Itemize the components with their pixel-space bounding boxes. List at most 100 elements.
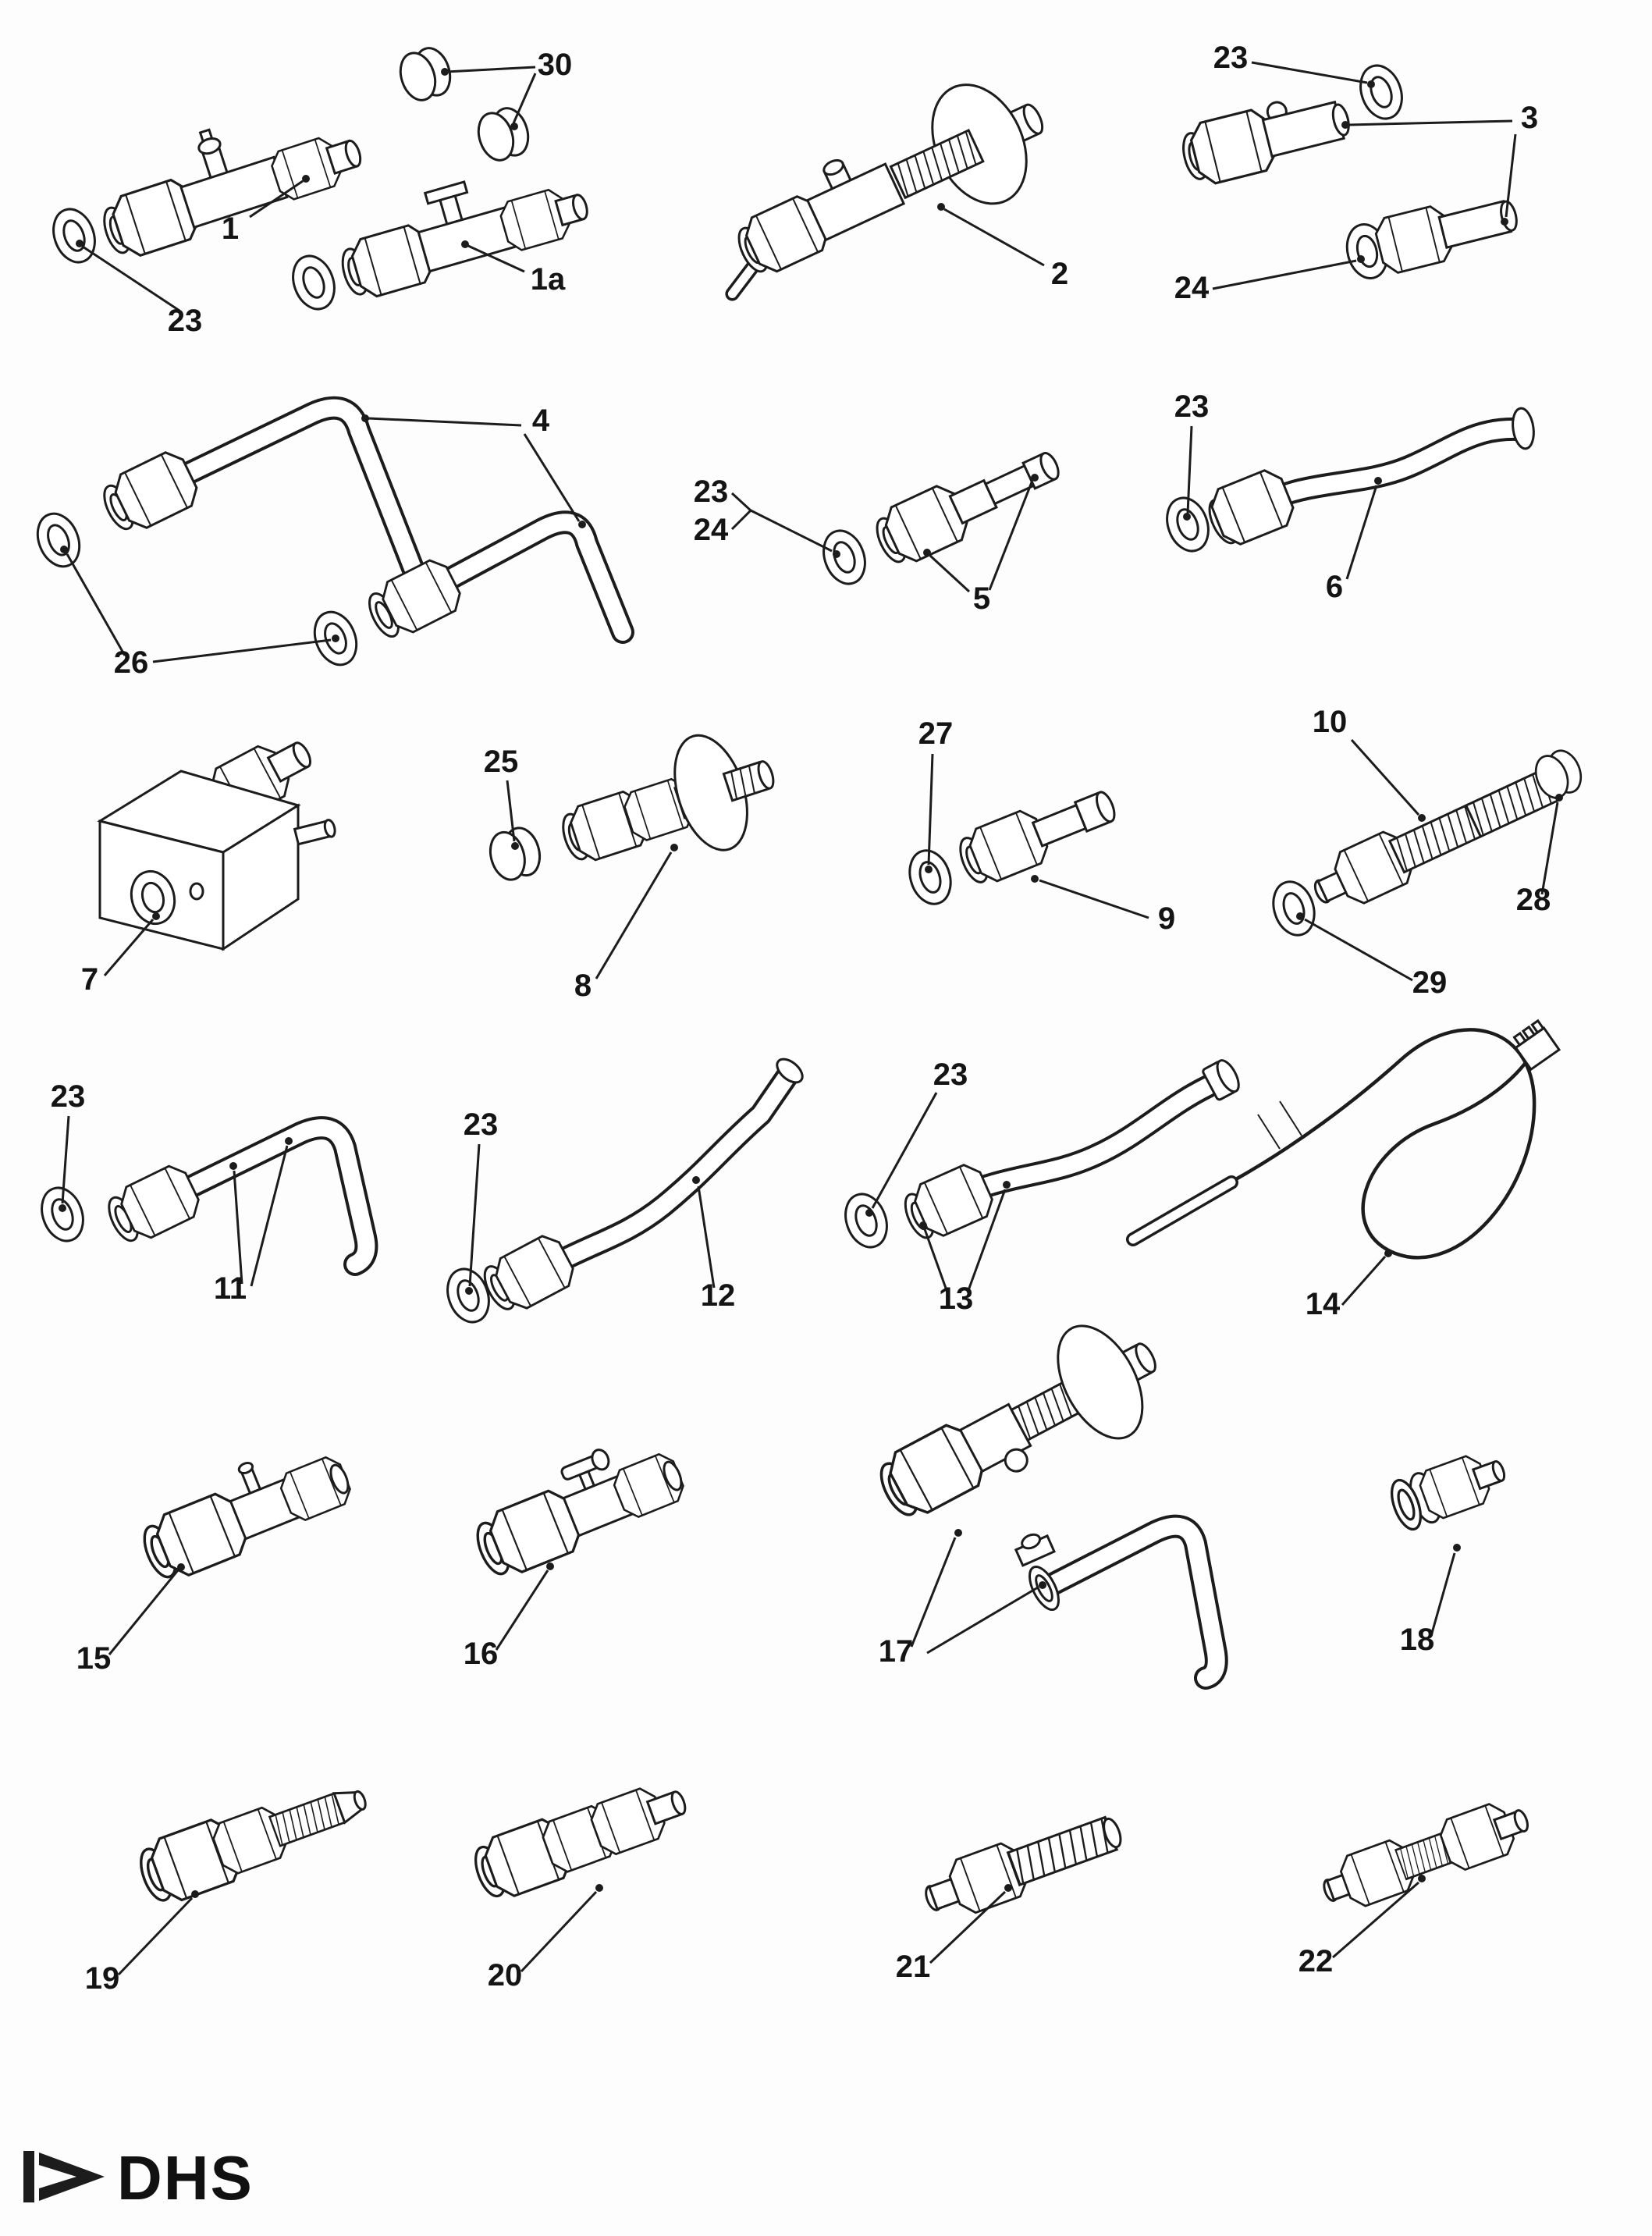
- callout-23-a: 23: [76, 240, 202, 338]
- callout-21: 21: [896, 1884, 1012, 1984]
- callout-label: 11: [214, 1271, 247, 1306]
- part-14-sensor-cable: [1133, 1018, 1561, 1260]
- callout-label: 21: [896, 1950, 931, 1984]
- callout-label: 14: [1306, 1287, 1341, 1321]
- callout-label: 28: [1516, 883, 1551, 917]
- callout-16: 16: [464, 1562, 554, 1671]
- callout-14: 14: [1306, 1250, 1392, 1321]
- logo-text: DHS: [117, 2143, 254, 2213]
- callout-28: 28: [1516, 794, 1563, 917]
- part-15-valve: [137, 1452, 356, 1583]
- part-6-pipe: [1159, 407, 1535, 558]
- part-1a-valve: [285, 180, 588, 316]
- callout-label: 24: [694, 513, 729, 547]
- callout-2: 2: [937, 203, 1068, 291]
- callout-label: 1: [222, 212, 239, 246]
- callout-15: 15: [76, 1563, 185, 1676]
- callout-label: 23: [933, 1058, 968, 1092]
- callout-label: 19: [85, 1961, 120, 1996]
- callout-label: 5: [973, 581, 990, 616]
- callout-6: 6: [1326, 477, 1382, 604]
- callout-label: 27: [918, 716, 954, 751]
- callout-29: 29: [1296, 912, 1447, 1000]
- callout-label: 25: [484, 745, 519, 779]
- callout-label: 2: [1051, 257, 1068, 291]
- part-1-valve: [45, 42, 535, 269]
- callout-label: 7: [81, 962, 98, 997]
- callout-label: 12: [701, 1278, 736, 1313]
- callout-10: 10: [1313, 705, 1426, 822]
- callout-22: 22: [1299, 1875, 1426, 1978]
- callout-label: 9: [1158, 901, 1175, 936]
- clamp-piece: [1014, 1533, 1056, 1567]
- callout-label: 16: [464, 1637, 499, 1671]
- callout-label: 23: [168, 304, 203, 338]
- part-5-fitting: [815, 452, 1060, 591]
- callout-23-d: 23: [51, 1079, 86, 1212]
- callout-label: 23: [51, 1079, 86, 1114]
- callout-label: 30: [538, 48, 573, 82]
- callout-3: 3: [1341, 101, 1538, 226]
- part-12-pipe: [439, 1058, 804, 1329]
- callout-23-b: 23: [1213, 41, 1375, 88]
- cable-connector: [1512, 1018, 1561, 1072]
- part-18-plug: [1384, 1451, 1506, 1534]
- callout-30: 30: [441, 48, 572, 130]
- logo-chevron-icon: [39, 2152, 105, 2201]
- part-10-threaded-fitting: [1265, 745, 1588, 942]
- callout-label: 24: [1174, 271, 1210, 305]
- callout-label: 1a: [531, 262, 566, 297]
- callout-label: 4: [532, 403, 550, 438]
- callout-label: 23: [1213, 41, 1249, 75]
- callout-5: 5: [923, 474, 1039, 616]
- callout-19: 19: [85, 1890, 199, 1996]
- part-19-fitting: [133, 1790, 367, 1907]
- callout-23-c: 23: [1174, 389, 1210, 521]
- part-17-assembly: [872, 1324, 1217, 1678]
- part-8-fitting: [484, 734, 775, 885]
- callout-23-24-pair: 23 24: [694, 475, 840, 558]
- callout-13: 13: [919, 1181, 1011, 1316]
- callout-23-e: 23: [464, 1107, 498, 1295]
- callout-label: 23: [694, 475, 729, 509]
- callout-label: 17: [879, 1634, 914, 1669]
- brand-logo: DHS: [23, 2143, 254, 2213]
- callout-label: 26: [114, 645, 149, 680]
- part-3-fittings: [1178, 59, 1518, 284]
- callout-label: 3: [1521, 101, 1538, 135]
- callout-24-a: 24: [1174, 255, 1365, 305]
- callout-7: 7: [81, 912, 160, 997]
- part-11-pipe: [34, 1128, 367, 1264]
- callout-18: 18: [1400, 1544, 1461, 1657]
- callout-label: 13: [939, 1282, 974, 1316]
- part-22-fitting: [1323, 1799, 1529, 1911]
- callout-17: 17: [879, 1529, 1046, 1669]
- callout-23-f: 23: [865, 1058, 968, 1217]
- logo-arrow-icon: [23, 2151, 34, 2202]
- callout-26: 26: [60, 546, 339, 680]
- part-21-fitting: [925, 1815, 1122, 1918]
- callout-label: 23: [1174, 389, 1210, 424]
- part-20-fitting: [468, 1783, 687, 1902]
- callout-4: 4: [361, 403, 586, 528]
- callout-12: 12: [692, 1176, 735, 1313]
- callout-label: 8: [574, 969, 592, 1003]
- callout-27: 27: [918, 716, 954, 873]
- callout-label: 10: [1313, 705, 1348, 739]
- callout-11: 11: [214, 1137, 293, 1306]
- part-9-fitting: [901, 791, 1116, 911]
- callout-label: 29: [1412, 965, 1448, 1000]
- part-7-manifold-block: [97, 739, 336, 951]
- callout-label: 6: [1326, 570, 1343, 604]
- callout-25: 25: [484, 745, 519, 850]
- callout-label: 20: [488, 1958, 523, 1992]
- part-13-pipe: [837, 1059, 1240, 1254]
- callout-1a: 1a: [461, 240, 566, 297]
- callout-label: 18: [1400, 1623, 1435, 1657]
- callout-9: 9: [1031, 875, 1175, 936]
- part-2-fitting: [725, 84, 1044, 301]
- callout-8: 8: [574, 844, 678, 1003]
- callout-20: 20: [488, 1884, 603, 1992]
